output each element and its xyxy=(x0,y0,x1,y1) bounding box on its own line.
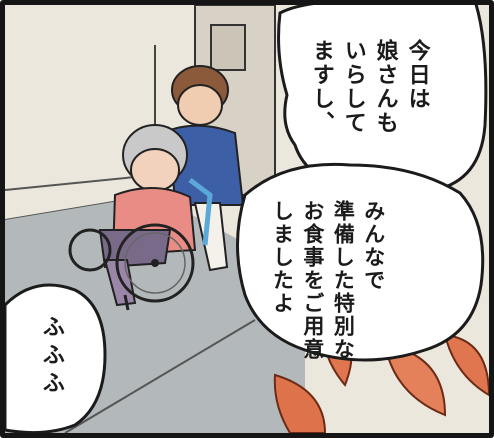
leaf xyxy=(273,373,327,433)
scene-illustration xyxy=(5,5,489,433)
elder-legs xyxy=(103,259,137,307)
speech-bubble-middle xyxy=(236,162,485,362)
wheelchair-frame xyxy=(188,178,213,246)
door-window xyxy=(210,24,246,71)
staff-dialogue-1: 今日は 娘さんも いらして ますし、 xyxy=(308,39,430,135)
elder-dialogue: ふふふ xyxy=(38,315,64,399)
wheelchair-caster xyxy=(123,294,130,311)
wheelchair-wheel xyxy=(115,223,195,303)
wheelchair-small-wheel xyxy=(68,228,112,272)
speech-bubble-bottom xyxy=(5,283,107,433)
leaf xyxy=(383,343,447,417)
staff-dialogue-2: みんなで 準備した特別な お食事をご用意 しましたよ xyxy=(270,200,386,361)
leaf xyxy=(443,333,489,397)
caregiver-shirt xyxy=(168,124,245,206)
elder-face xyxy=(130,148,180,192)
wall-edge-line xyxy=(5,174,156,191)
wheelchair xyxy=(68,178,213,311)
floor-line xyxy=(64,319,256,433)
caregiver-figure xyxy=(168,65,245,272)
caregiver-face xyxy=(177,84,223,126)
wheelchair-hub xyxy=(151,259,159,267)
wheelchair-wheel-rim xyxy=(124,232,186,294)
